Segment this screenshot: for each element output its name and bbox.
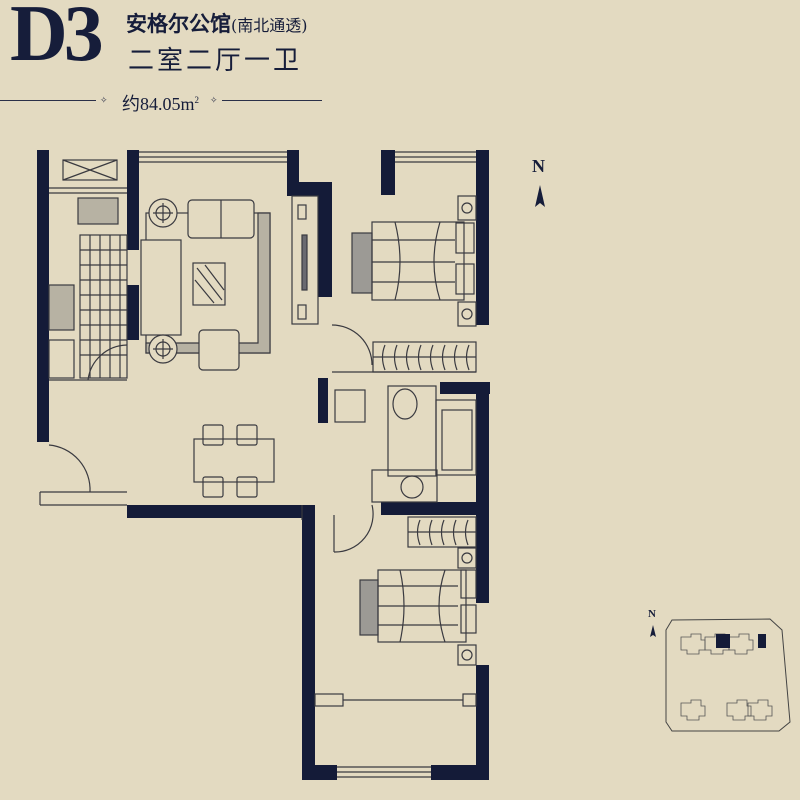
diamond-ornament-right: ✧ <box>210 96 218 106</box>
project-name-text: 安格尔公馆 <box>126 11 231 36</box>
diamond-ornament-left: ✧ <box>100 96 108 106</box>
area-prefix: 约 <box>122 94 140 114</box>
area-label: 约84.05m2 <box>122 90 199 116</box>
site-north-arrow-icon <box>650 625 656 637</box>
project-name: 安格尔公馆(南北通透) <box>126 8 308 38</box>
divider-left <box>0 100 96 101</box>
walls <box>37 150 490 780</box>
site-north-label: N <box>648 608 656 620</box>
area-sup: 2 <box>194 95 200 105</box>
site-plan <box>650 618 791 732</box>
orientation-note: (南北通透) <box>231 16 308 35</box>
divider-right <box>222 100 322 101</box>
unit-code: D3 <box>10 0 104 78</box>
layout-title: 二室二厅一卫 <box>128 46 303 76</box>
north-arrow-icon <box>535 185 545 207</box>
north-label: N <box>532 156 545 176</box>
fixtures <box>39 151 477 778</box>
area-value: 84.05m <box>140 94 195 114</box>
